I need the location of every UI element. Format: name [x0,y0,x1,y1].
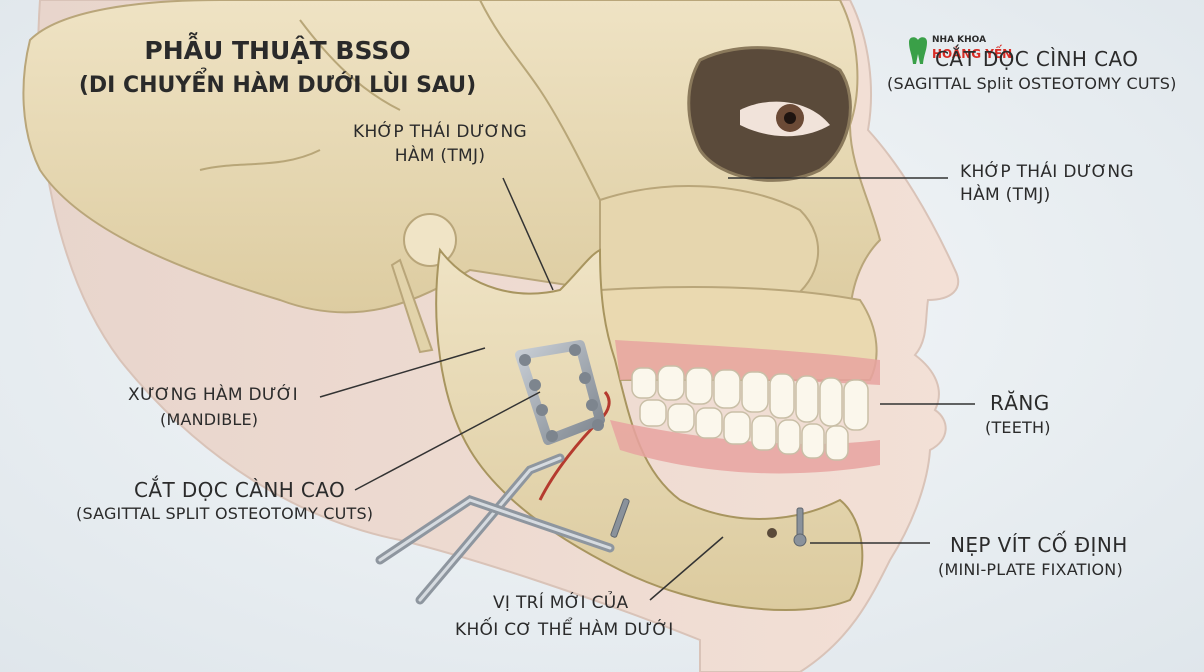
label-top-cut-line1: CẮT DỌC CÌNH CAO [935,47,1139,71]
mental-foramen [767,528,777,538]
label-teeth-line2: (TEETH) [985,418,1051,437]
mandible [435,247,864,611]
clinic-logo: NHA KHOA HOÀNG YẾN [906,34,1026,68]
tmj-condyle [403,213,457,267]
upper-teeth [631,365,869,431]
leader-new-position [649,536,724,601]
lower-gum [610,420,880,474]
lower-teeth [639,399,849,461]
label-tmj-left-line1: KHỚP THÁI DƯƠNG [353,122,527,142]
label-cuts-line1: CẮT DỌC CÀNH CAO [134,478,346,502]
label-top-cut-line2: (SAGITTAL Split OSTEOTOMY CUTS) [887,74,1177,93]
label-tmj-left-line2: HÀM (TMJ) [394,146,486,166]
logo-top-text: NHA KHOA [932,35,987,45]
leader-cuts [354,391,541,491]
logo-bottom-text: HOÀNG YẾN [932,47,1013,61]
mini-plate [515,340,605,445]
label-fixation-line2: (MINI-PLATE FIXATION) [938,560,1123,579]
surgical-instrument [375,453,615,605]
label-mandible-line1: XƯƠNG HÀM DƯỚI [128,385,298,405]
label-tmj-right-line2: HÀM (TMJ) [960,185,1051,205]
leader-tmj-left [502,177,554,291]
skull-sutures [199,0,601,201]
label-fixation-line1: NẸP VÍT CỐ ĐỊNH [950,533,1128,557]
label-new-position-line1: VỊ TRÍ MỚI CỦA [493,593,629,613]
leader-lines [319,177,975,601]
title-line-2: (DI CHUYỂN HÀM DƯỚI LÙI SAU) [78,73,477,98]
leader-mandible [319,347,486,398]
label-teeth-line1: RĂNG [990,391,1050,415]
title-line-1: PHẪU THUẬT BSSO [144,36,411,65]
tooth-logo-icon [909,37,927,64]
eye-pupil [784,112,796,124]
styloid-process [390,258,434,354]
label-tmj-right-line1: KHỚP THÁI DƯƠNG [960,162,1134,182]
label-mandible-line2: (MANDIBLE) [160,410,259,429]
label-cuts-line2: (SAGITTAL SPLIT OSTEOTOMY CUTS) [76,504,374,523]
label-new-position-line2: KHỐI CƠ THỂ HÀM DƯỚI [455,620,674,640]
fixation-screws [610,498,807,547]
